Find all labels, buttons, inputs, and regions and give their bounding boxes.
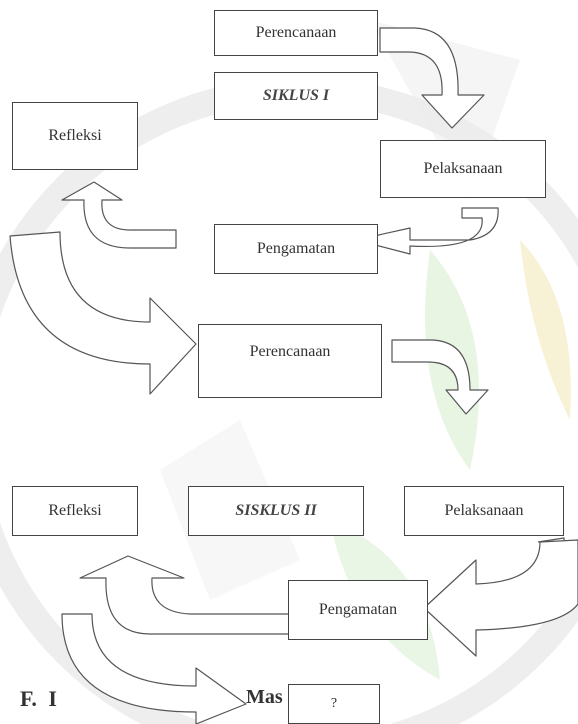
- cycle1-action-box: Pelaksanaan: [380, 140, 546, 198]
- cycle2-planning-label: Perencanaan: [249, 343, 331, 360]
- cycle1-reflection-box: Refleksi: [12, 102, 138, 170]
- cycle1-observation-label: Pengamatan: [256, 240, 336, 257]
- arrow-observation2-to-reflection2: [79, 555, 293, 635]
- cycle1-planning-label: Perencanaan: [255, 24, 337, 41]
- cycle2-observation-box: Pengamatan: [288, 580, 428, 640]
- cycle1-planning-box: Perencanaan: [214, 10, 378, 56]
- cycle1-label-box: SIKLUS I: [214, 72, 378, 120]
- cycle1-observation-box: Pengamatan: [214, 224, 378, 274]
- cycle1-action-label: Pelaksanaan: [423, 160, 503, 177]
- trailing-box-label: ?: [330, 696, 338, 711]
- cycle2-action-label: Pelaksanaan: [444, 502, 524, 519]
- arrow-action-to-observation: [355, 207, 499, 255]
- cycle2-label: SISKLUS II: [235, 502, 317, 519]
- section-heading: F. I Mas: [20, 686, 283, 712]
- section-heading-letter: F.: [20, 686, 37, 711]
- arrow-observation-to-reflection: [61, 181, 177, 249]
- cycle1-reflection-label: Refleksi: [48, 127, 102, 144]
- cycle1-label: SIKLUS I: [262, 87, 330, 104]
- trailing-box: ?: [288, 684, 380, 724]
- arrow-planning-to-action: [379, 27, 485, 129]
- cycle2-reflection-box: Refleksi: [12, 486, 138, 536]
- arrow-planning2-to-action2: [391, 339, 489, 415]
- cycle2-planning-box: Perencanaan: [198, 324, 382, 398]
- cycle2-label-box: SISKLUS II: [188, 486, 364, 536]
- cycle2-reflection-label: Refleksi: [48, 502, 102, 519]
- arrow-reflection-to-next-cycle: [9, 231, 197, 395]
- cycle2-action-box: Pelaksanaan: [404, 486, 564, 536]
- section-heading-fragment-2: Mas: [246, 686, 283, 708]
- arrow-reflection2-to-next: [61, 613, 247, 724]
- cycle2-observation-label: Pengamatan: [318, 601, 398, 618]
- section-heading-fragment-1: I: [48, 686, 57, 711]
